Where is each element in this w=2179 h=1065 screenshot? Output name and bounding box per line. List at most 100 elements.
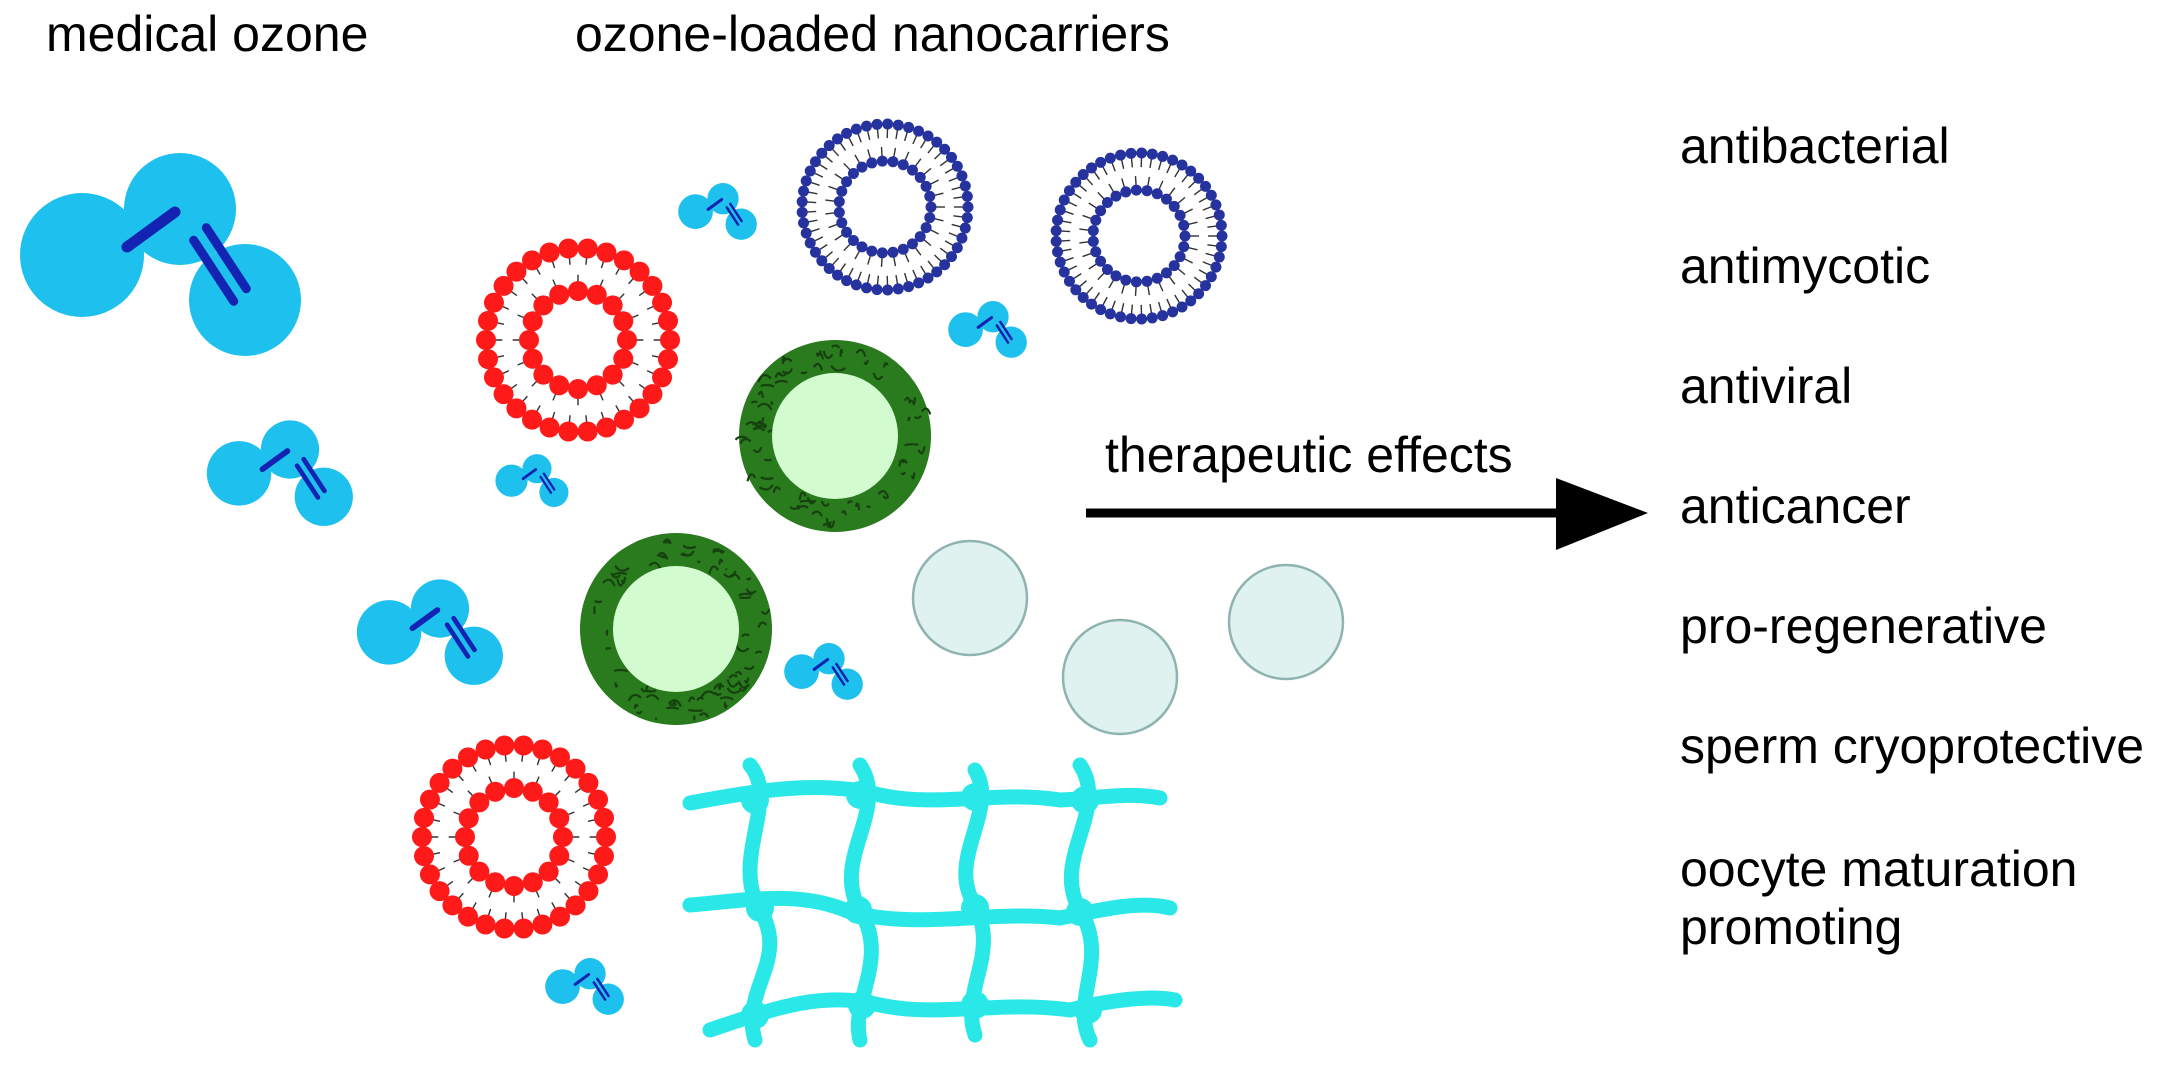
lipid-head [485,872,506,893]
lipid-head [1193,172,1205,184]
polymer-strand [798,491,807,501]
polymer-strand [754,650,763,655]
ozone-molecule [545,958,624,1015]
arrow-label: therapeutic effects [1105,427,1513,483]
lipid-head [887,246,899,258]
lipid-head [593,807,614,828]
lipid-head [897,159,909,171]
lipid-head [483,367,504,388]
lipid-head [1200,280,1212,292]
lipid-head [804,165,816,177]
lipid-head [1063,185,1075,197]
lipid-head [657,349,678,370]
lipid-head [577,238,598,259]
lipid-head [533,364,554,385]
lipid-head [588,864,609,885]
nanobubble [1227,563,1345,681]
lipid-head [1210,261,1222,273]
polymer-strand [920,407,932,415]
lipid-head [1176,159,1188,171]
lipid-head [532,914,553,935]
polymer-strand [717,682,722,691]
lipid-head [871,284,883,296]
lipid-head [629,398,650,419]
lipid-head [558,421,579,442]
polymer-strand [614,682,619,688]
lipid-head [946,151,958,163]
lipid-head [539,417,560,438]
polymer-strand [757,390,765,399]
lipid-head [1141,275,1153,287]
single-bond [976,316,994,329]
polymer-strand [656,551,669,560]
polymer-strand [734,435,748,441]
polymer-strand [740,633,750,638]
polymer-strand [712,548,721,552]
lipid-head [568,281,588,301]
lipid-head [1157,310,1169,322]
lipid-head [1090,214,1102,226]
polymer-strand [757,621,768,628]
polymer-strand [800,370,808,375]
oxygen-atom [20,193,144,317]
lipid-head [922,130,934,142]
single-bond [706,198,724,211]
lipid-head [850,123,862,135]
lipid-head [804,237,816,249]
polymer-strand [757,402,773,411]
lipid-head [897,243,909,255]
polymer-core [613,566,739,692]
polymer-strand [772,486,781,493]
lipid-head [1178,219,1190,231]
polymer-strand [828,520,836,529]
lipid-head [1216,230,1228,242]
oxygen-atom [545,969,580,1004]
lipid-head [841,275,853,287]
double-bond [539,475,553,494]
lipid-head [892,119,904,131]
polymer-strand [750,400,758,404]
polymer-strand [719,549,725,554]
double-bond [189,235,239,306]
polymer-strand [908,399,914,402]
lipid-head [485,781,506,802]
polymer-strand [726,687,742,694]
polymer-strand [839,348,844,357]
lipid-head [1101,197,1113,209]
polymer-strand [745,576,752,581]
lipid-head [914,231,926,243]
nanocarriers-header: ozone-loaded nanocarriers [575,6,1170,62]
lipid-head [1052,214,1064,226]
polymer-strand [745,588,757,594]
polymer-strand [719,696,734,701]
polymer-strand [898,458,908,467]
lipid-head [469,861,490,882]
oxygen-atom [678,194,713,229]
polymer-strand [728,674,738,679]
lipid-head [565,758,586,779]
lipid-head [596,827,616,847]
lipid-head [906,238,918,250]
lipid-head [816,147,828,159]
lipid-head [796,206,808,218]
lipid-head [414,807,435,828]
polymer-strand [682,544,697,550]
lipid-head [1146,148,1158,160]
lipid-head [1070,176,1082,188]
lipid-head [613,311,634,332]
effect-antimycotic: antimycotic [1680,238,1931,294]
double-bond [995,324,1010,344]
hydrogel-crosslink [844,896,872,924]
polymer-strand [846,500,853,505]
single-bond [573,973,591,986]
lipid-head [550,906,570,927]
lipid-head [1136,313,1148,325]
liposome-interior [802,124,968,290]
polymer-strand [865,505,872,509]
lipid-head [1151,188,1163,200]
lipid-head [568,379,588,399]
hydrogel-crosslink [1066,898,1094,926]
polymer-strand [854,502,861,511]
effect-sperm-cryoprotective: sperm cryoprotective [1680,718,2145,774]
